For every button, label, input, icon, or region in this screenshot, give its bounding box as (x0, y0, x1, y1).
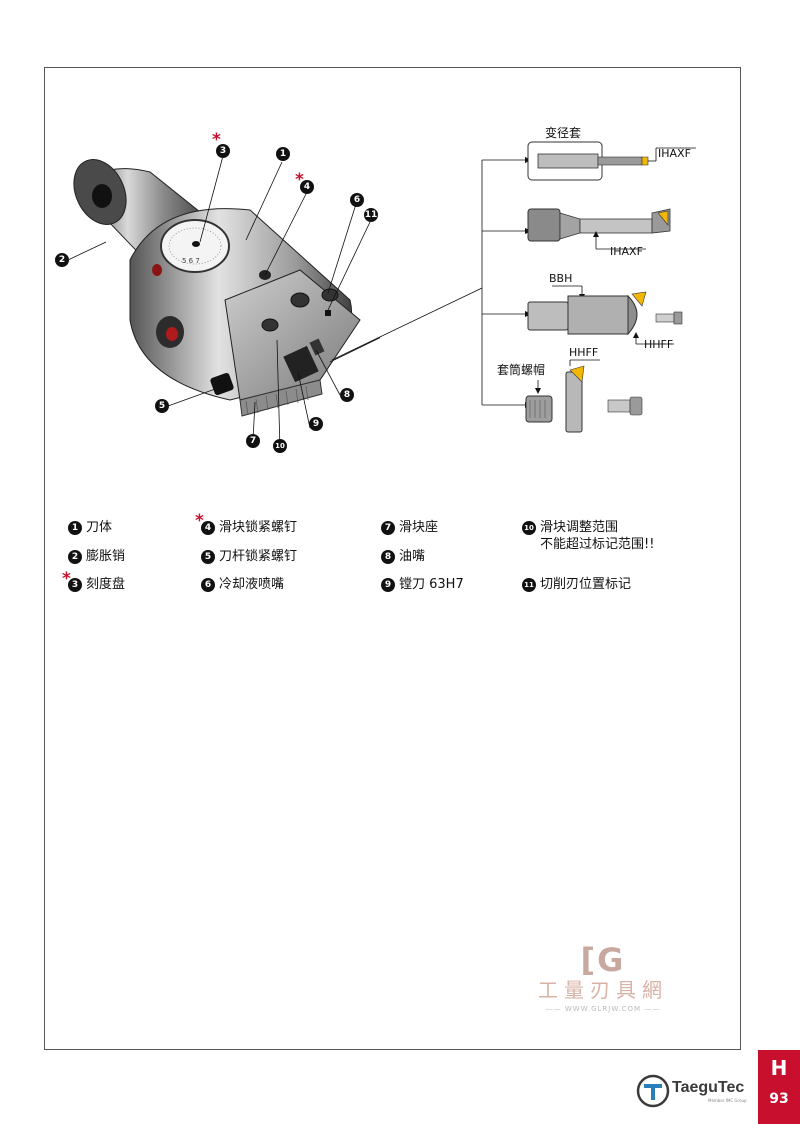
section-tab: H 93 (758, 1050, 800, 1124)
sleeve-nut-diagram (525, 359, 643, 433)
legend-num-1: 1 (68, 521, 82, 535)
legend-num-7: 7 (381, 521, 395, 535)
label-bbh: BBH (549, 272, 573, 285)
legend-text-10: 滑块调整范围 (540, 520, 619, 535)
callout-3: 3 (216, 144, 230, 158)
label-adapter-sleeve: 变径套 (545, 126, 582, 140)
brand-logo: TaeguTec Member IMC Group (636, 1074, 751, 1108)
callout-6: 6 (350, 193, 364, 207)
star-4: * (295, 170, 304, 190)
legend-text-3: 刻度盘 (86, 577, 126, 592)
bbh-bar-diagram (527, 285, 683, 345)
dial-digits: 5 6 7 (182, 257, 200, 265)
connector-lines (331, 157, 532, 408)
callout-8: 8 (340, 388, 354, 402)
label-hhff-right: HHFF (644, 338, 674, 351)
legend-num-6: 6 (201, 578, 215, 592)
legend-star-4: * (195, 511, 204, 531)
legend-num-10: 10 (522, 521, 536, 535)
callout-11: 11 (364, 208, 378, 222)
watermark: [G 工量刃具網 —— WWW.GLRJW.COM —— (528, 942, 678, 1013)
legend-num-8: 8 (381, 550, 395, 564)
callout-5: 5 (155, 399, 169, 413)
label-sleeve-nut: 套筒螺帽 (497, 363, 546, 377)
legend-text-2: 膨胀销 (86, 549, 126, 564)
legend-text-5: 刀杆锁紧螺钉 (219, 549, 298, 564)
callout-7: 7 (246, 434, 260, 448)
legend-num-11: 11 (522, 578, 536, 592)
legend-text-1: 刀体 (86, 520, 113, 535)
callout-4: 4 (300, 180, 314, 194)
legend-text-8: 油嘴 (399, 549, 426, 564)
brand-sub: Member IMC Group (708, 1098, 747, 1103)
label-hhff-lower: HHFF (569, 346, 599, 359)
callout-10: 10 (273, 439, 287, 453)
legend-text-6: 冷却液喷嘴 (219, 577, 285, 592)
legend-num-9: 9 (381, 578, 395, 592)
legend-text-4: 滑块锁紧螺钉 (219, 520, 298, 535)
watermark-logo: [G (580, 941, 626, 979)
legend-num-4: 4 (201, 521, 215, 535)
legend-text-11: 切削刃位置标记 (540, 577, 632, 592)
label-ihaxf-top: IHAXF (658, 147, 691, 160)
legend-num-5: 5 (201, 550, 215, 564)
star-3: * (212, 130, 221, 150)
legend-num-2: 2 (68, 550, 82, 564)
page-frame (44, 67, 741, 1050)
legend-num-3: 3 (68, 578, 82, 592)
page-number: 93 (769, 1091, 789, 1107)
ihaxf-bar-diagram (527, 208, 671, 250)
boring-head-illustration (67, 155, 380, 450)
watermark-name: 工量刃具網 (538, 978, 668, 1002)
legend-text-10-warning: 不能超过标记范围!! (540, 537, 655, 552)
legend-text-7: 滑块座 (399, 520, 439, 535)
legend-star-3: * (62, 569, 71, 589)
brand-name: TaeguTec (672, 1079, 745, 1096)
taegutec-emblem-icon (636, 1074, 670, 1108)
label-ihaxf-mid: IHAXF (610, 245, 643, 258)
callout-9: 9 (309, 417, 323, 431)
watermark-url: —— WWW.GLRJW.COM —— (545, 1005, 661, 1013)
section-letter: H (770, 1056, 788, 1080)
adapter-sleeve-diagram (527, 141, 696, 181)
callout-1: 1 (276, 147, 290, 161)
callout-2: 2 (55, 253, 69, 267)
legend-text-9: 镗刀 63H7 (399, 577, 464, 592)
